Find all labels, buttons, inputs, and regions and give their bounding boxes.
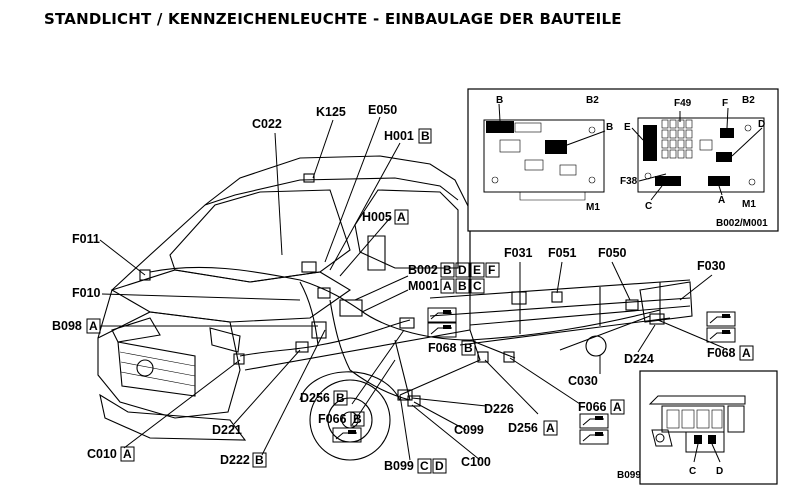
inset-label-M1-left: M1: [586, 202, 600, 213]
fuse-grid-icon: [661, 119, 693, 159]
inset-b002-m001: B B2 B M1: [467, 88, 779, 232]
label-C100: C100: [461, 455, 491, 469]
inset-label-C: C: [645, 201, 652, 212]
connector-symbol-icon: [706, 327, 736, 343]
label-B098: B098: [52, 319, 82, 333]
label-D224: D224: [624, 352, 654, 366]
inset-label-F49: F49: [674, 98, 692, 109]
label-D256-2: D256: [508, 421, 538, 435]
label-F066-2: F066: [578, 400, 607, 414]
label-B099: B099: [384, 459, 414, 473]
tag-M001-A: A: [443, 279, 452, 293]
connector-icons: [332, 307, 736, 445]
inset-label-A: A: [718, 195, 725, 206]
tag-D222: B: [255, 453, 264, 467]
tag-B002-D: D: [458, 263, 467, 277]
label-C010: C010: [87, 447, 117, 461]
label-F068-2: F068: [707, 346, 736, 360]
connector-symbol-icon: [427, 307, 457, 323]
tag-F068-2: A: [742, 346, 751, 360]
label-D226: D226: [484, 402, 514, 416]
tag-B098: A: [89, 319, 98, 333]
inset-label-B2-right: B2: [742, 95, 755, 106]
inset-b099: C D B099: [617, 370, 778, 485]
page-title: STANDLICHT / KENNZEICHENLEUCHTE - EINBAU…: [44, 10, 622, 28]
tag-F066-2: A: [613, 400, 622, 414]
tag-B002-E: E: [473, 263, 481, 277]
inset-label-B-left: B: [496, 95, 503, 106]
connector-symbol-icon: [579, 429, 609, 445]
inset-label-M1-right: M1: [742, 199, 756, 210]
callout-labels: C022 K125 E050 H001 B H005 A F011 F010 B…: [52, 103, 754, 474]
label-D256-1: D256: [300, 391, 330, 405]
tag-B099-C: C: [420, 459, 429, 473]
label-C022: C022: [252, 117, 282, 131]
tag-M001-B: B: [458, 279, 467, 293]
connector-symbol-icon: [427, 322, 457, 338]
label-F010: F010: [72, 286, 101, 300]
label-C099: C099: [454, 423, 484, 437]
inset-label-B2-left: B2: [586, 95, 599, 106]
inset-caption-b002-m001: B002/M001: [716, 218, 768, 229]
inset-label-B-mid: B: [606, 122, 613, 133]
inset-label-D: D: [758, 119, 765, 130]
label-F011: F011: [72, 232, 100, 246]
label-F050: F050: [598, 246, 627, 260]
label-F031: F031: [504, 246, 533, 260]
label-H005: H005: [362, 210, 392, 224]
tag-C010: A: [123, 447, 132, 461]
label-H001: H001: [384, 129, 414, 143]
inset-label-F38: F38: [620, 176, 638, 187]
connector-symbol-icon: [706, 311, 736, 327]
label-C030: C030: [568, 374, 598, 388]
inset-b099-label-C: C: [689, 466, 696, 477]
label-F066-1: F066: [318, 412, 347, 426]
connector-symbol-icon: [579, 413, 609, 429]
tag-B099-D: D: [435, 459, 444, 473]
tag-B002-F: F: [488, 263, 495, 277]
label-F051: F051: [548, 246, 577, 260]
tag-H001: B: [421, 129, 430, 143]
connector-symbol-icon: [332, 427, 362, 443]
label-K125: K125: [316, 105, 346, 119]
inset-caption-b099: B099: [617, 470, 641, 481]
label-E050: E050: [368, 103, 397, 117]
tag-D256-2: A: [546, 421, 555, 435]
tag-H005: A: [397, 210, 406, 224]
tag-M001-C: C: [473, 279, 482, 293]
label-F068-1: F068: [428, 341, 457, 355]
inset-label-F: F: [722, 98, 728, 109]
tag-F068-1: B: [464, 341, 473, 355]
tag-D256-1: B: [336, 391, 345, 405]
inset-label-E: E: [624, 122, 631, 133]
tag-F066-1: B: [353, 412, 362, 426]
tag-B002-B: B: [443, 263, 452, 277]
label-M001: M001: [408, 279, 439, 293]
label-D222: D222: [220, 453, 250, 467]
label-D221: D221: [212, 423, 242, 437]
leader-lines: [99, 116, 725, 461]
label-F030: F030: [697, 259, 726, 273]
van-illustration: [97, 155, 693, 461]
inset-b099-label-D: D: [716, 466, 723, 477]
label-B002: B002: [408, 263, 438, 277]
